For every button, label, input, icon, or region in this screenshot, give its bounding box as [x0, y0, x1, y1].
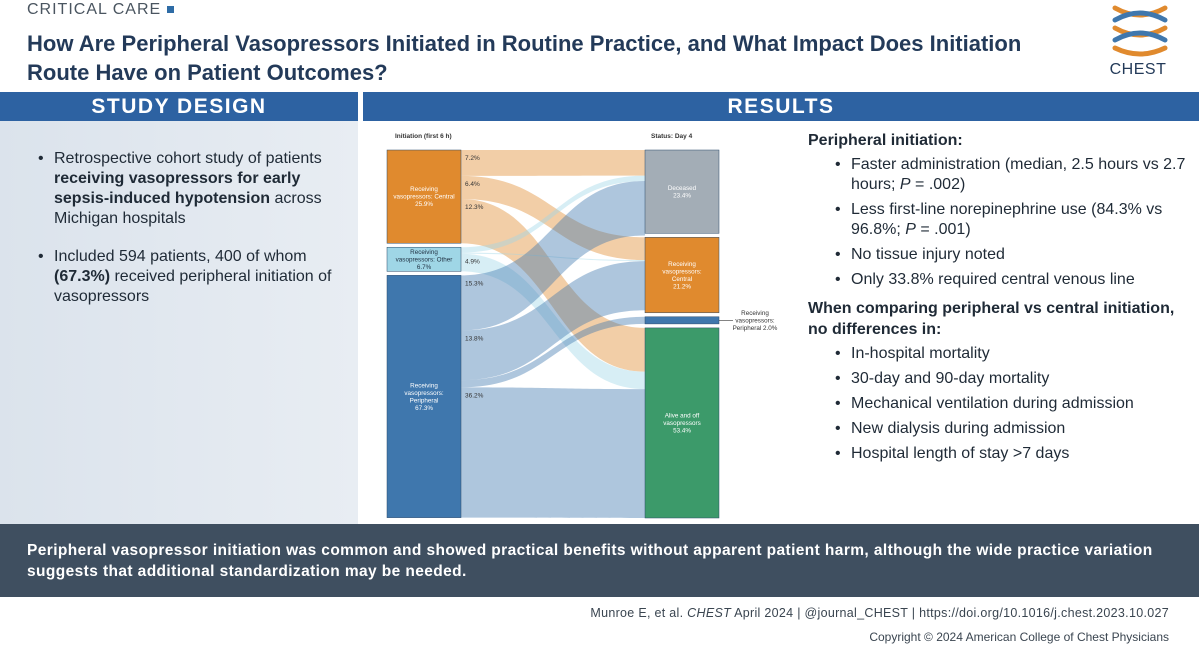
- sankey-node-label: vasopressors: Other: [396, 256, 453, 263]
- sankey-node-label: vasopressors: [663, 420, 700, 427]
- left-axis-title: Initiation (first 6 h): [395, 133, 452, 140]
- sankey-node-label: 21.2%: [673, 283, 691, 290]
- study-design-bullet: Retrospective cohort study of patients r…: [38, 149, 343, 229]
- copyright: Copyright © 2024 American College of Che…: [869, 630, 1169, 644]
- sankey-flow-other-to-r_central: [461, 252, 645, 262]
- sankey-node-label: Receiving: [410, 186, 438, 193]
- sankey-flows: [461, 150, 645, 518]
- peripheral-initiation-heading: Peripheral initiation:: [808, 132, 963, 149]
- sankey-flow-label: 15.3%: [465, 280, 484, 287]
- page-title: How Are Peripheral Vasopressors Initiate…: [27, 31, 1022, 85]
- sankey-node-label: vasopressors:: [404, 390, 443, 397]
- sankey-node-label: vasopressors: Central: [393, 194, 454, 201]
- study-design-heading: STUDY DESIGN: [0, 92, 358, 121]
- sankey-node-left-peripheral: [386, 275, 462, 518]
- sankey-flow-peripheral-to-r_peripheral: [461, 316, 645, 388]
- sankey-flow-label: 6.4%: [465, 181, 480, 188]
- results-bullet: Faster administration (median, 2.5 hours…: [835, 155, 1188, 195]
- sankey-flow-label: 4.9%: [465, 259, 480, 266]
- category-label: CRITICAL CARE: [27, 1, 175, 19]
- sankey-node-right-deceased: [644, 149, 720, 234]
- sankey-node-label: 23.4%: [673, 192, 691, 199]
- comparison-bullet: 30-day and 90-day mortality: [835, 369, 1188, 389]
- sankey-flow-label: 13.8%: [465, 335, 484, 342]
- citation: Munroe E, et al. CHEST April 2024 | @jou…: [590, 606, 1169, 620]
- sankey-node-label: 6.7%: [417, 264, 432, 271]
- sankey-flow-central-to-deceased: [461, 150, 645, 176]
- sankey-node-right-r_peripheral: [644, 316, 720, 325]
- sankey-node-label: 25.9%: [415, 201, 433, 208]
- results-bullet: Only 33.8% required central venous line: [835, 270, 1188, 290]
- sankey-node-label: vasopressors:: [735, 317, 774, 324]
- sankey-flow-label: 7.2%: [465, 155, 480, 162]
- comparison-bullet: In-hospital mortality: [835, 344, 1188, 364]
- sankey-node-right-r_central: [644, 237, 720, 314]
- peripheral-initiation-list: Faster administration (median, 2.5 hours…: [835, 155, 1188, 290]
- sankey-node-label: Alive and off: [665, 412, 700, 419]
- sankey-flow-labels: 7.2% 6.4% 12.3% 4.9% 15.3% 13.8% 36.2%: [465, 155, 484, 399]
- sankey-flow-other-to-alive: [461, 253, 645, 390]
- results-panel: RESULTS Initiation (first 6 h) Status: Da…: [363, 92, 1199, 524]
- logo-text: CHEST: [1109, 61, 1167, 78]
- sankey-diagram: Initiation (first 6 h) Status: Day 4 Recei…: [386, 133, 778, 519]
- sankey-node-label: Central: [672, 276, 692, 283]
- sankey-flow-label: 36.2%: [465, 392, 484, 399]
- sankey-flow-peripheral-to-r_central: [461, 261, 645, 381]
- sankey-flow-peripheral-to-deceased: [461, 180, 645, 331]
- comparison-bullet: Hospital length of stay >7 days: [835, 444, 1188, 464]
- sankey-node-left-other: [386, 246, 462, 272]
- sankey-flow-other-to-deceased: [461, 175, 645, 253]
- sankey-node-label: Receiving: [668, 261, 696, 268]
- sankey-node-label: 67.3%: [415, 405, 433, 412]
- conclusion-banner: Peripheral vasopressor initiation was co…: [0, 524, 1199, 597]
- category-square-icon: [167, 6, 175, 14]
- sankey-node-label: Deceased: [668, 185, 697, 192]
- comparison-heading: When comparing peripheral vs central ini…: [808, 300, 1175, 338]
- sankey-node-label: 53.4%: [673, 427, 691, 434]
- sankey-node-label: Peripheral 2.0%: [733, 325, 778, 332]
- sankey-flow-central-to-alive: [461, 198, 645, 372]
- sankey-node-label: vasopressors:: [662, 268, 701, 275]
- results-heading: RESULTS: [363, 92, 1199, 121]
- study-design-bullet: Included 594 patients, 400 of whom (67.3…: [38, 247, 343, 307]
- sankey-flow-peripheral-to-alive: [461, 387, 645, 518]
- right-axis-title: Status: Day 4: [651, 133, 693, 140]
- results-bullet: No tissue injury noted: [835, 245, 1188, 265]
- sankey-node-label: Receiving: [741, 310, 769, 317]
- sankey-node-label: Receiving: [410, 249, 438, 256]
- comparison-bullet: New dialysis during admission: [835, 419, 1188, 439]
- results-text: Peripheral initiation: Faster administra…: [808, 130, 1188, 469]
- comparison-list: In-hospital mortality 30-day and 90-day …: [835, 344, 1188, 464]
- sankey-node-label: Peripheral: [410, 397, 439, 404]
- comparison-bullet: Mechanical ventilation during admission: [835, 394, 1188, 414]
- sankey-node-label: Receiving: [410, 382, 438, 389]
- study-design-list: Retrospective cohort study of patients r…: [38, 149, 343, 325]
- sankey-node-right-alive: [644, 327, 720, 519]
- results-bullet: Less first-line norepinephrine use (84.3…: [835, 200, 1188, 240]
- study-design-panel: STUDY DESIGN Retrospective cohort study …: [0, 92, 358, 524]
- chest-logo-icon: [1112, 5, 1168, 57]
- sankey-flow-central-to-r_central: [461, 175, 645, 261]
- sankey-node-left-central: [386, 149, 462, 244]
- sankey-flow-label: 12.3%: [465, 204, 484, 211]
